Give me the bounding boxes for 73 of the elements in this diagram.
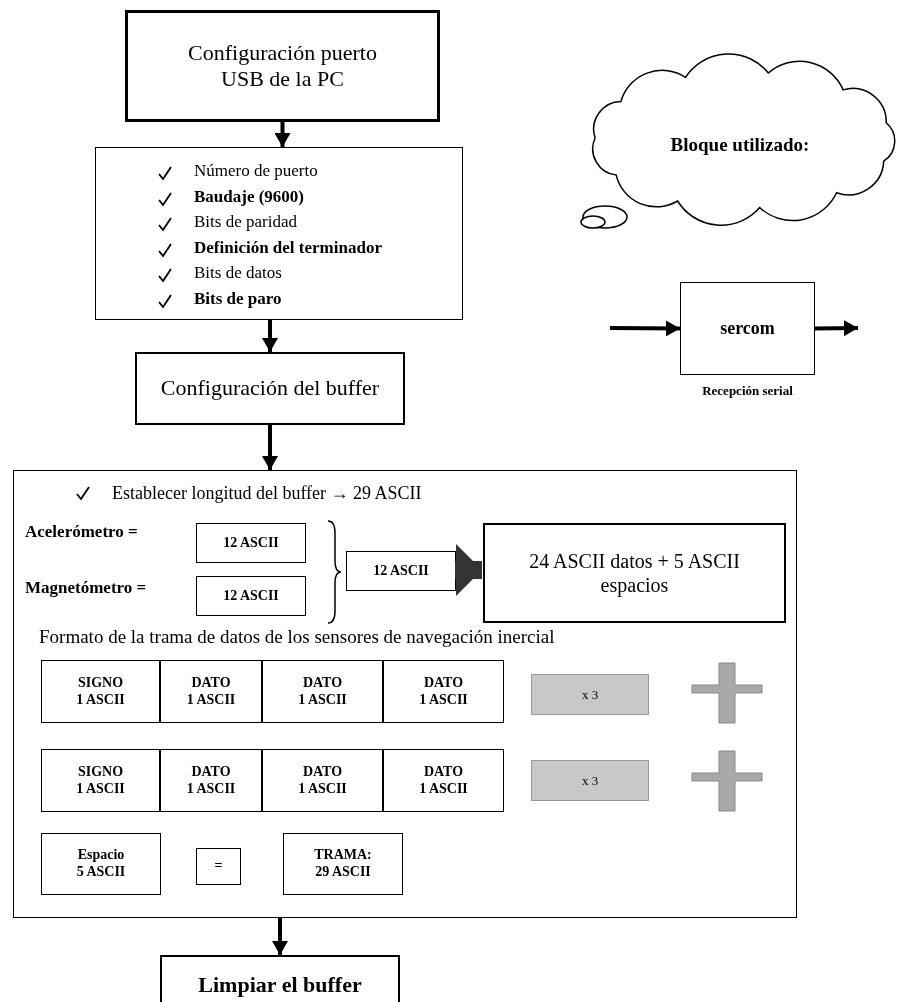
- field-text: 1 ASCII: [76, 780, 125, 798]
- field-text: SIGNO: [77, 763, 124, 781]
- arrow: [262, 320, 278, 352]
- arrow: [262, 425, 278, 470]
- arrow: [610, 320, 680, 337]
- multiplier-box: [531, 760, 649, 801]
- box-text: 12 ASCII: [223, 534, 279, 552]
- block-arrow: [455, 544, 482, 596]
- list-item: Número de puerto: [194, 161, 318, 182]
- field-text: 1 ASCII: [419, 780, 468, 798]
- process-box: [125, 10, 440, 122]
- box-text: Configuración del buffer: [160, 375, 380, 402]
- process-box: [346, 551, 456, 591]
- box-text: sercom: [720, 317, 775, 340]
- field-text: 1 ASCII: [298, 780, 347, 798]
- field-label: Acelerómetro =: [25, 522, 138, 543]
- box-text: 12 ASCII: [223, 587, 279, 605]
- field-text: 1 ASCII: [76, 691, 125, 709]
- section-title: Formato de la trama de datos de los sensores de navegación inercial: [39, 626, 555, 649]
- field-box: [41, 660, 160, 723]
- box-text: 24 ASCII datos + 5 ASCII espacios: [528, 549, 741, 597]
- node-label: Recepción serial: [701, 383, 794, 399]
- cloud-text: Bloque utilizado:: [670, 133, 810, 157]
- field-box: [262, 749, 383, 812]
- arrow: [274, 122, 291, 147]
- field-text: SIGNO: [77, 674, 124, 692]
- multiplier-text: x 3: [581, 686, 599, 703]
- process-box: [196, 576, 306, 616]
- heading-text: Establecer longitud del buffer → 29 ASCII: [112, 483, 422, 505]
- field-text: DATO: [191, 674, 231, 692]
- box-text: Limpiar el buffer: [198, 971, 362, 999]
- field-box: [283, 833, 403, 895]
- field-text: DATO: [302, 674, 343, 692]
- arrow: [272, 918, 288, 955]
- field-box: [41, 749, 160, 812]
- process-box: [160, 955, 400, 1002]
- field-text: 1 ASCII: [419, 691, 468, 709]
- field-box: [41, 833, 161, 895]
- field-text: 1 ASCII: [298, 691, 347, 709]
- field-text: TRAMA:: [314, 847, 372, 864]
- field-text: 29 ASCII: [315, 864, 371, 881]
- field-text: =: [214, 858, 223, 875]
- field-box: [383, 660, 504, 723]
- field-text: DATO: [423, 763, 464, 781]
- list-item: Bits de paro: [194, 288, 282, 309]
- field-text: DATO: [191, 763, 231, 781]
- box-text: 12 ASCII: [373, 562, 429, 580]
- list-item: Bits de paridad: [194, 212, 297, 233]
- field-text: 5 ASCII: [76, 864, 126, 881]
- field-text: DATO: [423, 674, 464, 692]
- list-item: Baudaje (9600): [194, 186, 305, 207]
- multiplier-text: x 3: [581, 772, 599, 789]
- field-text: DATO: [302, 763, 343, 781]
- field-label: Magnetómetro =: [25, 578, 147, 599]
- field-text: 1 ASCII: [186, 691, 236, 709]
- field-box: [383, 749, 504, 812]
- field-box: [160, 660, 262, 723]
- list-item: Bits de datos: [194, 263, 282, 284]
- box-text: Configuración puerto USB de la PC: [187, 39, 378, 93]
- checklist-box: [95, 147, 463, 320]
- buffer-panel: [13, 470, 797, 918]
- field-box: [160, 749, 262, 812]
- field-box: [262, 660, 383, 723]
- process-box: [483, 523, 786, 623]
- multiplier-box: [531, 674, 649, 715]
- field-text: Espacio: [77, 847, 125, 864]
- field-text: 1 ASCII: [186, 780, 236, 798]
- list-item: Definición del terminador: [194, 237, 382, 258]
- field-box: [196, 848, 241, 885]
- process-box: [680, 282, 815, 375]
- arrow: [814, 320, 859, 337]
- process-box: [135, 352, 405, 425]
- process-box: [196, 523, 306, 563]
